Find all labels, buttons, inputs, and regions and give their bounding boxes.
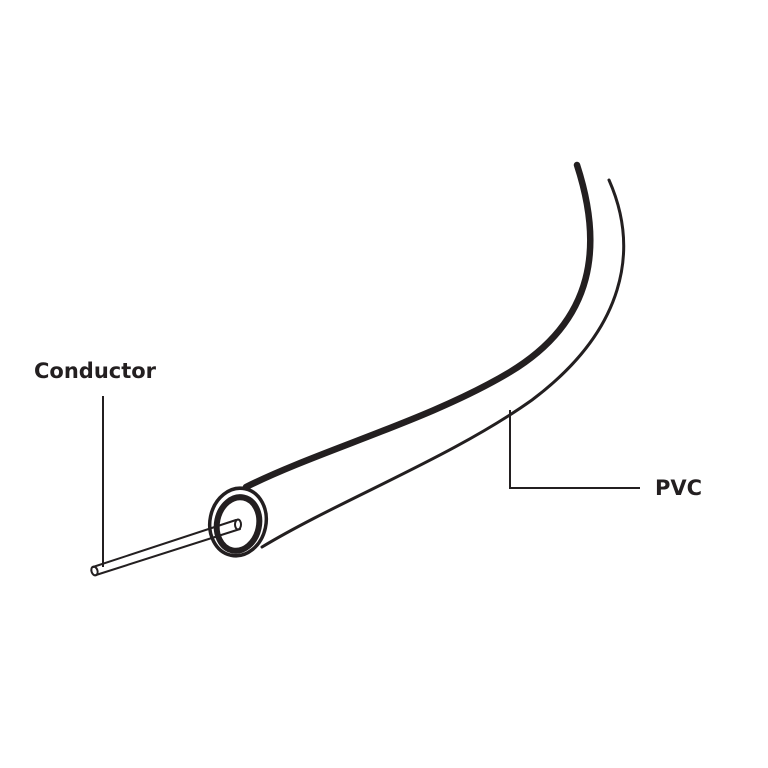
conductor-core-end bbox=[234, 518, 242, 531]
pvc-leader-line bbox=[509, 410, 640, 489]
pvc-label: PVC bbox=[655, 476, 703, 500]
cable-end-insulation-ring bbox=[213, 494, 263, 554]
pvc-jacket-upper-edge bbox=[242, 161, 594, 491]
pvc-jacket-lower-edge bbox=[260, 178, 626, 549]
conductor-label: Conductor bbox=[34, 359, 157, 383]
conductor-wire-tip bbox=[90, 565, 99, 577]
conductor-wire-top-edge bbox=[92, 519, 237, 568]
cable-end-outer-ring bbox=[207, 486, 269, 558]
conductor-wire-bottom-edge bbox=[95, 528, 241, 576]
